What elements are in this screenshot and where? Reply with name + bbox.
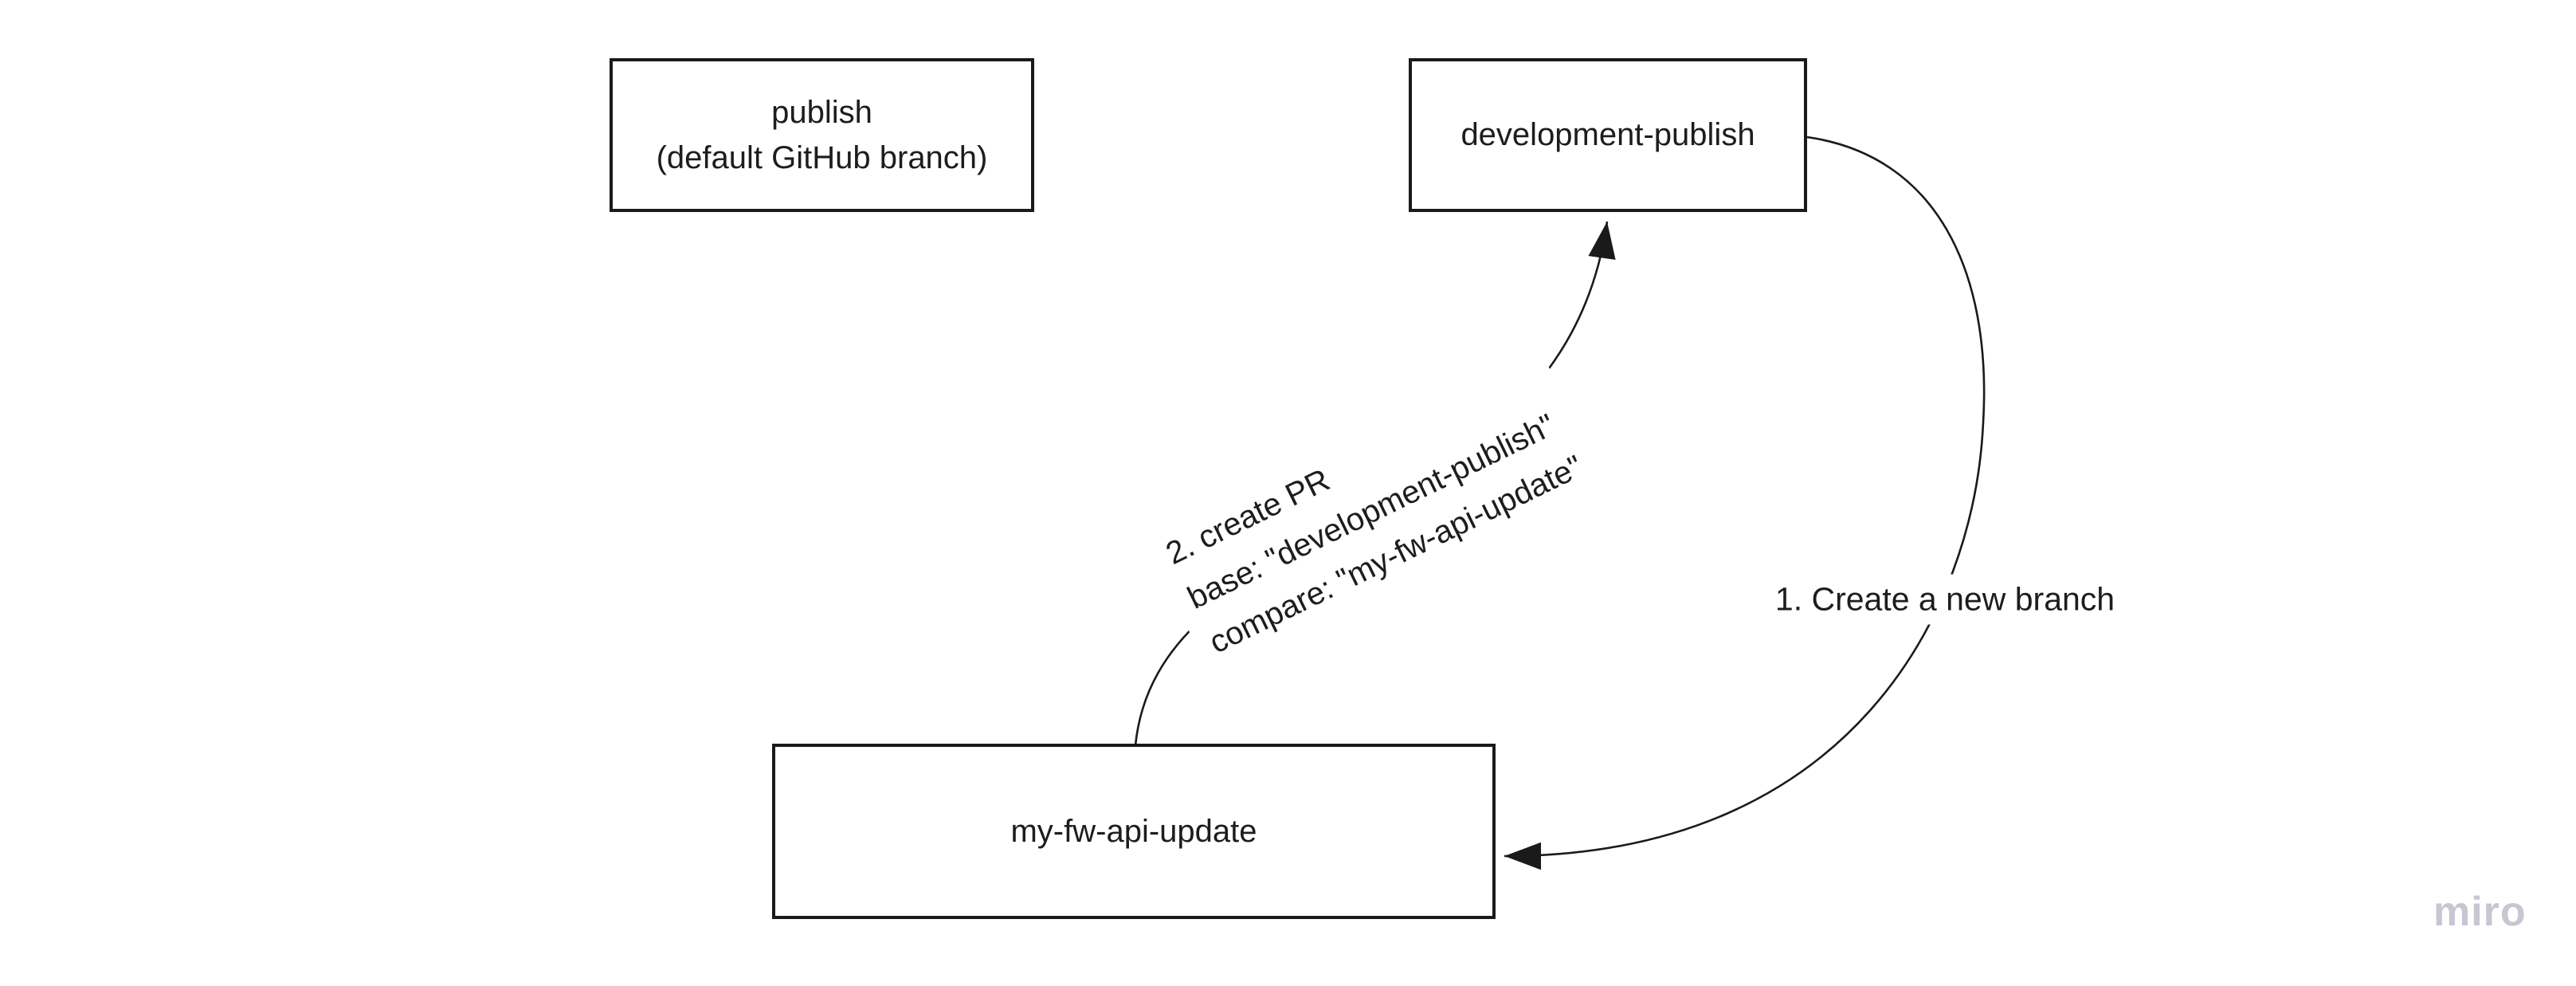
node-label-line: development-publish <box>1461 117 1755 152</box>
connector-create-branch[interactable] <box>1504 136 1986 870</box>
node-label-line: my-fw-api-update <box>1010 813 1257 849</box>
edge-label-create-branch[interactable]: 1. Create a new branch <box>1762 574 2128 625</box>
node-label-line: publish <box>771 94 872 130</box>
node-label-line: (default GitHub branch) <box>656 139 988 175</box>
node-my-fw-api-update-label: my-fw-api-update <box>1010 809 1257 854</box>
node-development-publish-label: development-publish <box>1461 112 1755 158</box>
node-my-fw-api-update[interactable]: my-fw-api-update <box>772 744 1496 919</box>
node-publish[interactable]: publish (default GitHub branch) <box>610 58 1034 212</box>
node-development-publish[interactable]: development-publish <box>1409 58 1807 212</box>
node-publish-label: publish (default GitHub branch) <box>657 90 988 181</box>
miro-watermark: miro <box>2433 889 2527 935</box>
